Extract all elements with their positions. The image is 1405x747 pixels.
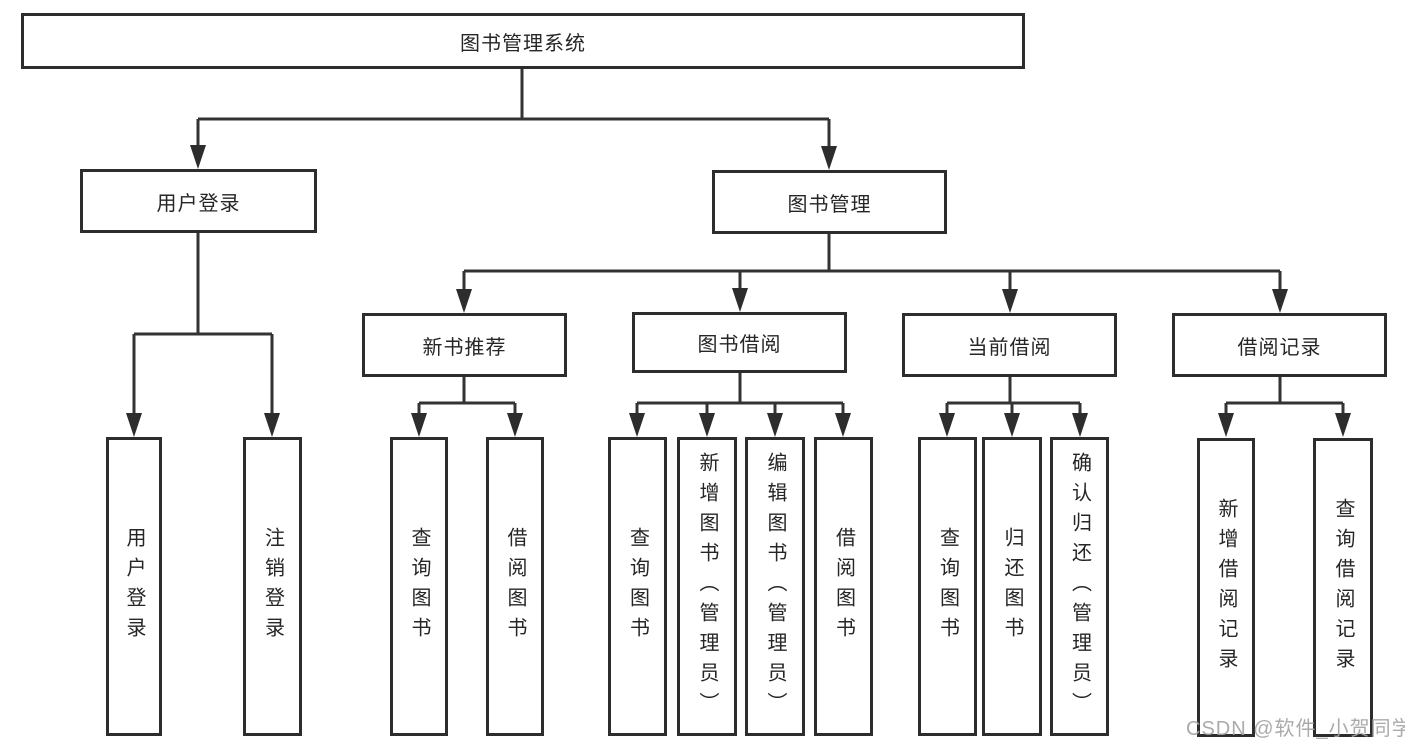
csdn-watermark: CSDN @软件_小贺同学 xyxy=(1186,718,1405,740)
node-label: 借阅图书 xyxy=(504,526,526,647)
node-label: 用户登录 xyxy=(123,526,145,647)
leaf-borrow-books-recommend: 借阅图书 xyxy=(486,437,544,736)
node-user-login: 用户登录 xyxy=(80,169,317,233)
leaf-confirm-return-admin: 确认归还（管理员） xyxy=(1050,437,1109,736)
node-label: 新增借阅记录 xyxy=(1215,497,1237,678)
node-current-borrowing: 当前借阅 xyxy=(902,313,1117,377)
node-label: 确认归还（管理员） xyxy=(1068,451,1091,722)
leaf-query-books-current: 查询图书 xyxy=(918,437,977,736)
leaf-borrow-books: 借阅图书 xyxy=(814,437,873,736)
leaf-query-books-borrowing: 查询图书 xyxy=(608,437,667,736)
node-borrowing-records: 借阅记录 xyxy=(1172,313,1387,377)
node-label: 归还图书 xyxy=(1001,526,1023,647)
node-label: 查询借阅记录 xyxy=(1332,497,1354,678)
leaf-return-books: 归还图书 xyxy=(982,437,1042,736)
node-label: 图书管理系统 xyxy=(460,32,586,55)
node-label: 查询图书 xyxy=(626,526,649,647)
node-label: 用户登录 xyxy=(156,192,241,215)
node-label: 查询图书 xyxy=(408,526,430,647)
node-label: 新书推荐 xyxy=(422,336,507,359)
leaf-edit-books-admin: 编辑图书（管理员） xyxy=(745,437,805,736)
node-label: 借阅记录 xyxy=(1237,336,1322,359)
node-label: 查询图书 xyxy=(936,526,959,647)
node-new-book-recommendation: 新书推荐 xyxy=(362,313,567,377)
leaf-user-login: 用户登录 xyxy=(106,437,162,736)
leaf-query-borrow-record: 查询借阅记录 xyxy=(1313,438,1373,737)
leaf-add-borrow-record: 新增借阅记录 xyxy=(1197,438,1255,737)
node-label: 借阅图书 xyxy=(832,526,855,647)
node-book-borrowing: 图书借阅 xyxy=(632,312,847,373)
node-label: 图书借阅 xyxy=(697,334,782,356)
node-label: 图书管理 xyxy=(787,193,872,216)
node-library-management-system: 图书管理系统 xyxy=(21,13,1025,69)
leaf-logout: 注销登录 xyxy=(243,437,302,736)
node-label: 当前借阅 xyxy=(967,336,1052,359)
node-book-management: 图书管理 xyxy=(712,170,947,234)
node-label: 新增图书（管理员） xyxy=(696,451,718,722)
node-label: 编辑图书（管理员） xyxy=(764,451,786,722)
leaf-query-books-recommend: 查询图书 xyxy=(390,437,448,736)
leaf-add-books-admin: 新增图书（管理员） xyxy=(677,437,737,736)
node-label: 注销登录 xyxy=(261,526,284,647)
